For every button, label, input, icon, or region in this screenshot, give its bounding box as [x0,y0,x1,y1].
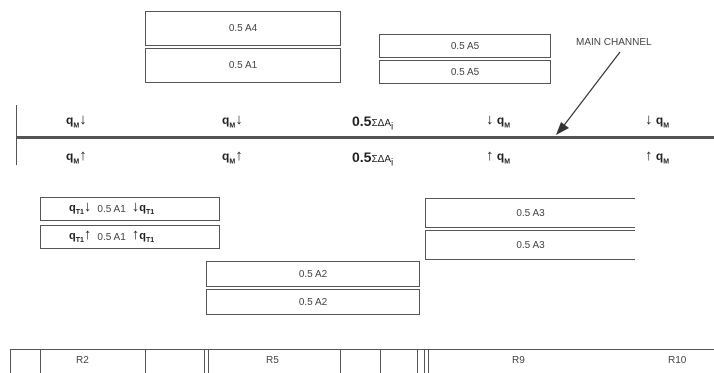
box-a3-bottom: 0.5 A3 [425,230,635,260]
box-a2-bottom: 0.5 A2 [206,289,420,315]
box-a5-bottom-label: 0.5 A5 [450,66,480,78]
sum-lower: 0.5ΣΔAi [352,149,394,169]
box-a4-label: 0.5 A4 [228,23,258,34]
main-channel-line [16,136,714,139]
reach-divider-6 [340,349,341,373]
reach-divider-5 [208,349,209,373]
reach-strip-top [10,349,714,350]
box-a3-top-label: 0.5 A3 [516,207,545,219]
tributary-q-bottom-right: ↑qT1 [131,226,155,245]
sum-upper: 0.5ΣΔAi [352,113,394,133]
box-a2-top: 0.5 A2 [206,261,420,287]
box-a3-bottom-label: 0.5 A3 [516,239,545,251]
main-channel-left-tick [16,105,17,165]
reach-divider-1 [10,349,11,373]
box-a5-bottom: 0.5 A5 [379,60,551,84]
reach-label-r9: R9 [512,355,525,366]
box-a2-top-label: 0.5 A2 [298,268,328,280]
box-a2-bottom-label: 0.5 A2 [298,296,328,308]
flow-up-2: qM↑ [222,147,243,166]
tributary-q-bottom-left: qT1↑ [69,226,92,245]
box-a1-top-label: 0.5 A1 [228,60,258,71]
flow-up-3: ↑ qM [486,147,511,166]
reach-label-r5: R5 [266,355,279,366]
main-channel-label: MAIN CHANNEL [576,37,652,48]
flow-down-1: qM↓ [66,111,87,130]
reach-divider-7 [380,349,381,373]
reach-divider-9 [424,349,425,373]
box-a4: 0.5 A4 [145,11,341,46]
flow-up-1: qM↑ [66,147,87,166]
tributary-box-bottom: qT1↑ 0.5 A1 ↑qT1 [40,225,220,249]
reach-divider-4 [204,349,205,373]
box-a3-top: 0.5 A3 [425,198,635,228]
flow-down-4: ↓ qM [645,111,670,130]
reach-label-r10: R10 [668,355,687,366]
tributary-q-top-right: ↓qT1 [131,198,155,217]
tributary-a1-bottom: 0.5 A1 [97,231,126,243]
tributary-q-top-left: qT1↓ [69,198,92,217]
reach-label-r2: R2 [76,355,89,366]
box-a5-top: 0.5 A5 [379,34,551,58]
tributary-a1-top: 0.5 A1 [97,203,126,215]
reach-divider-10 [428,349,429,373]
reach-divider-8 [417,349,418,373]
reach-divider-3 [145,349,146,373]
tributary-box-top: qT1↓ 0.5 A1 ↓qT1 [40,197,220,221]
flow-down-3: ↓ qM [486,111,511,130]
box-a5-top-label: 0.5 A5 [450,40,480,52]
flow-up-4: ↑ qM [645,147,670,166]
box-a1-top: 0.5 A1 [145,48,341,83]
flow-down-2: qM↓ [222,111,243,130]
reach-divider-2 [40,349,41,373]
